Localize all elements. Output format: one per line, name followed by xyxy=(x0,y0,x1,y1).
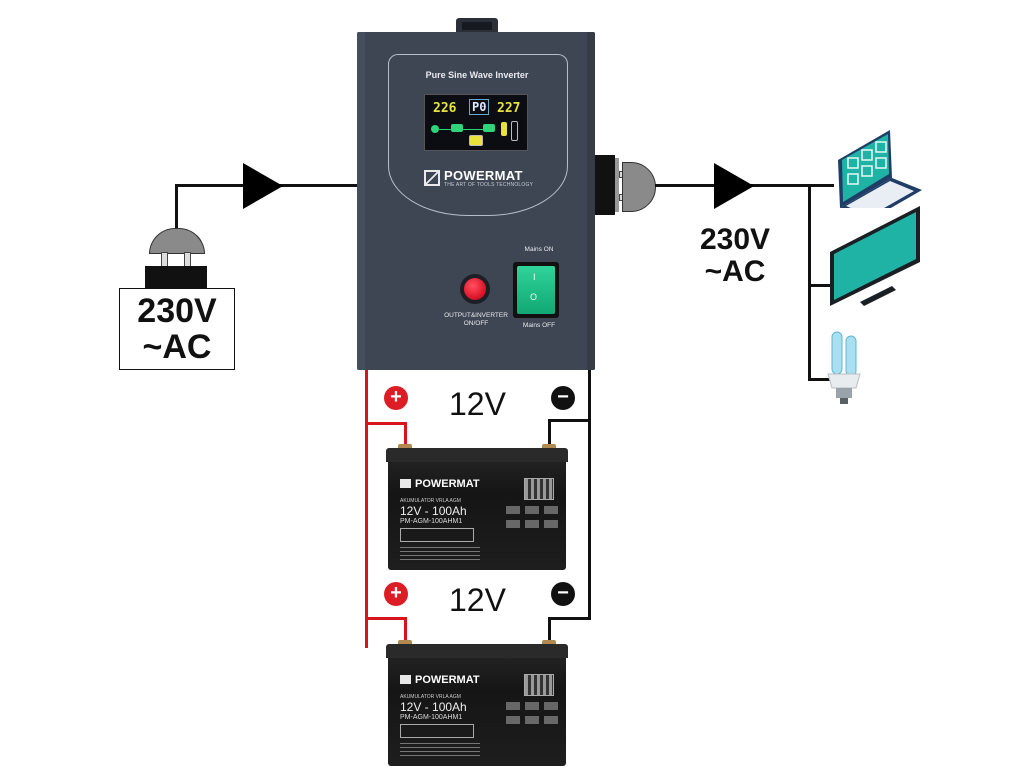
powermat-logo-icon xyxy=(424,170,440,186)
lcd-charger-icon xyxy=(451,124,463,132)
battery-brand: POWERMAT xyxy=(400,674,480,686)
battery-lid xyxy=(386,644,568,658)
input-label-box xyxy=(119,288,235,370)
negative-terminal-icon: − xyxy=(551,386,575,410)
power-button-label-line2: ON/OFF xyxy=(463,320,489,327)
inverter-panel-title: Pure Sine Wave Inverter xyxy=(425,70,529,80)
battery-rating: 12V - 100Ah xyxy=(400,700,467,714)
negative-terminal-icon: − xyxy=(551,582,575,606)
battery-positive-terminal xyxy=(398,640,412,646)
input-socket xyxy=(145,266,207,288)
lcd-inverter-icon xyxy=(483,124,495,132)
battery-rating: 12V - 100Ah xyxy=(400,504,467,518)
battery-safety-icons xyxy=(506,506,558,550)
lcd-battery-icon xyxy=(469,135,483,146)
negative-wire-battery1-h xyxy=(548,419,591,422)
monitor-icon xyxy=(830,206,920,306)
brand-tagline: THE ART OF TOOLS TECHNOLOGY xyxy=(444,182,534,188)
battery-positive-terminal xyxy=(398,444,412,450)
positive-terminal-icon: + xyxy=(384,582,408,606)
power-button-label: OUTPUT&INVERTER ON/OFF xyxy=(436,312,516,328)
battery-warning-text xyxy=(400,544,480,562)
input-wire-vertical xyxy=(175,184,178,230)
lcd-load-icon xyxy=(501,122,507,136)
negative-wire-battery2-h xyxy=(548,617,591,620)
load-branch-laptop xyxy=(808,184,834,187)
mains-on-label: Mains ON xyxy=(524,246,554,253)
battery-safety-icons xyxy=(506,702,558,746)
lcd-load-bar-icon xyxy=(511,121,518,141)
mains-off-label: Mains OFF xyxy=(522,322,556,329)
output-socket-plate xyxy=(615,158,619,212)
input-voltage-value: 230V xyxy=(137,292,217,330)
battery-lid xyxy=(386,448,568,462)
negative-wire-battery2-v xyxy=(548,617,551,645)
input-flow-arrow-icon xyxy=(243,163,283,209)
battery-negative-terminal xyxy=(542,444,556,450)
input-plug-icon xyxy=(149,228,205,254)
inverter-lcd-display: 226 P0 227 xyxy=(424,94,528,151)
battery-spec-box xyxy=(400,528,474,542)
input-current-type: ~AC xyxy=(142,327,212,366)
lcd-input-voltage: 226 xyxy=(433,101,457,116)
inverter-top-connector xyxy=(456,18,498,34)
load-branch-tv xyxy=(808,284,834,287)
battery-type: AKUMULATOR VRLA AGM xyxy=(400,694,461,700)
positive-wire-battery1-v xyxy=(404,422,407,450)
positive-wire-battery2-h xyxy=(365,617,407,620)
switch-off-symbol: O xyxy=(530,292,538,302)
battery1-voltage-label: 12V xyxy=(449,386,506,422)
lcd-flow-line xyxy=(463,129,483,130)
lcd-ac-source-icon xyxy=(431,125,439,133)
battery-model: PM-AGM-100AHM1 xyxy=(400,714,463,721)
battery-indicator-icon xyxy=(524,674,554,696)
battery-1: POWERMAT AKUMULATOR VRLA AGM 12V - 100Ah… xyxy=(386,444,568,570)
lcd-mode: P0 xyxy=(469,99,490,115)
battery-warning-text xyxy=(400,740,480,758)
battery-indicator-icon xyxy=(524,478,554,500)
positive-wire-main xyxy=(365,370,368,648)
output-flow-arrow-icon xyxy=(714,163,754,209)
battery-2: POWERMAT AKUMULATOR VRLA AGM 12V - 100Ah… xyxy=(386,640,568,766)
power-button-label-line1: OUTPUT&INVERTER xyxy=(444,312,508,319)
brand-name: POWERMAT xyxy=(444,168,523,183)
bulb-icon xyxy=(827,331,861,404)
output-inverter-power-button[interactable] xyxy=(460,274,490,304)
output-voltage-value: 230V xyxy=(699,223,771,256)
battery-spec-box xyxy=(400,724,474,738)
negative-wire-main xyxy=(588,370,591,620)
inverter-front-panel xyxy=(388,54,568,216)
negative-wire-battery1-v xyxy=(548,419,551,449)
output-voltage-label: 230V ~AC xyxy=(680,224,790,287)
positive-terminal-icon: + xyxy=(384,386,408,410)
switch-on-symbol: I xyxy=(533,272,536,282)
input-voltage-label: 230V ~AC xyxy=(119,292,235,366)
battery2-voltage-label: 12V xyxy=(449,582,506,618)
positive-wire-battery1-h xyxy=(365,422,407,425)
mains-rocker-switch[interactable] xyxy=(513,262,559,318)
lcd-flow-line xyxy=(439,129,451,130)
lcd-output-voltage: 227 xyxy=(497,101,521,116)
inverter-brand: POWERMAT THE ART OF TOOLS TECHNOLOGY xyxy=(424,168,544,190)
load-bus-vertical xyxy=(808,184,811,380)
laptop-icon xyxy=(838,130,922,208)
battery-brand: POWERMAT xyxy=(400,478,480,490)
positive-wire-battery2-v xyxy=(404,617,407,645)
output-current-type: ~AC xyxy=(704,254,766,288)
battery-type: AKUMULATOR VRLA AGM xyxy=(400,498,461,504)
load-branch-lamp xyxy=(808,378,834,381)
battery-negative-terminal xyxy=(542,640,556,646)
output-socket xyxy=(595,155,615,215)
output-plug-icon xyxy=(622,162,656,212)
battery-model: PM-AGM-100AHM1 xyxy=(400,518,463,525)
